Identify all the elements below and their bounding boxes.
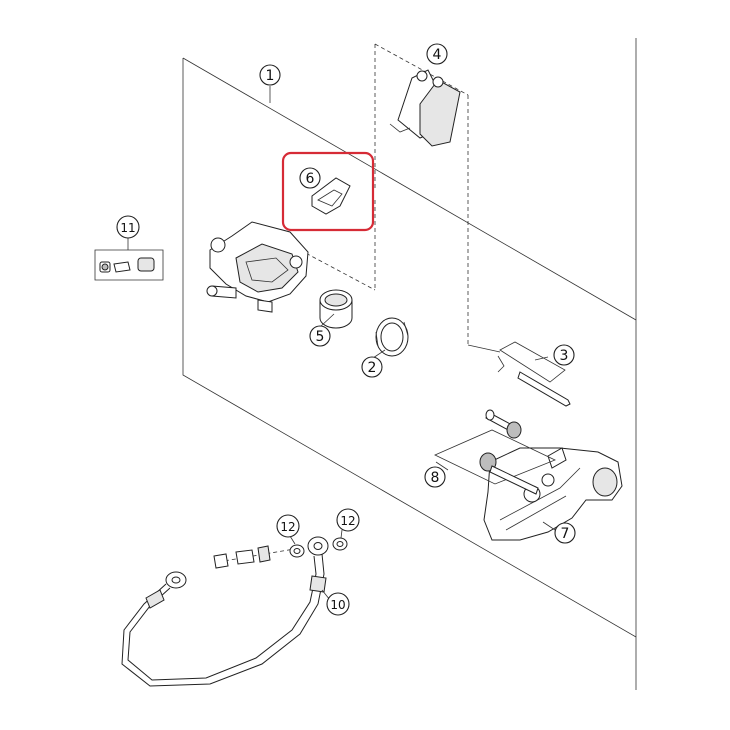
caliper-carrier-bracket — [483, 447, 623, 541]
callout-7: 7 — [554, 522, 576, 544]
callout-4: 4 — [426, 43, 448, 65]
callout-11: 11 — [116, 215, 140, 239]
svg-text:4: 4 — [433, 47, 442, 63]
callout-1: 1 — [259, 64, 281, 86]
callout-2: 2 — [361, 356, 383, 378]
callout-5: 5 — [309, 325, 331, 347]
assembly-outline-top — [182, 57, 637, 321]
svg-text:11: 11 — [120, 221, 135, 235]
svg-text:7: 7 — [561, 526, 570, 542]
highlight-box-part-6 — [281, 151, 375, 232]
callout-12-right: 12 — [336, 508, 360, 532]
callout-6: 6 — [299, 167, 321, 189]
svg-text:8: 8 — [431, 470, 440, 486]
callout-3: 3 — [553, 344, 575, 366]
svg-text:2: 2 — [368, 360, 377, 376]
leader-12a — [289, 535, 296, 545]
seal-ring — [375, 317, 409, 357]
leader-2 — [372, 349, 386, 359]
leader-5 — [319, 313, 335, 328]
brake-pads — [389, 69, 461, 147]
assembly-outline-left-bottom — [182, 58, 637, 638]
svg-text:12: 12 — [280, 520, 295, 534]
svg-text:3: 3 — [560, 348, 569, 364]
caliper-guide — [299, 249, 376, 291]
brake-caliper — [206, 221, 309, 313]
pad-spring — [311, 177, 351, 215]
callout-12-left: 12 — [276, 514, 300, 538]
guide-pin-set — [434, 409, 556, 495]
svg-text:10: 10 — [330, 598, 345, 612]
svg-text:6: 6 — [306, 171, 315, 187]
leader-3 — [534, 356, 549, 361]
svg-text:1: 1 — [266, 68, 275, 84]
pad-guide-top — [374, 43, 469, 96]
svg-text:12: 12 — [340, 514, 355, 528]
leader-7 — [542, 521, 556, 531]
svg-text:5: 5 — [316, 329, 325, 345]
callout-10: 10 — [326, 592, 350, 616]
callout-8: 8 — [424, 466, 446, 488]
leader-12b — [340, 529, 343, 539]
brake-hose-assembly — [121, 536, 348, 687]
bleeder-valve-kit — [94, 238, 164, 281]
pad-pin-set — [467, 341, 571, 407]
caliper-piston — [319, 289, 353, 329]
leader-8 — [435, 461, 449, 471]
